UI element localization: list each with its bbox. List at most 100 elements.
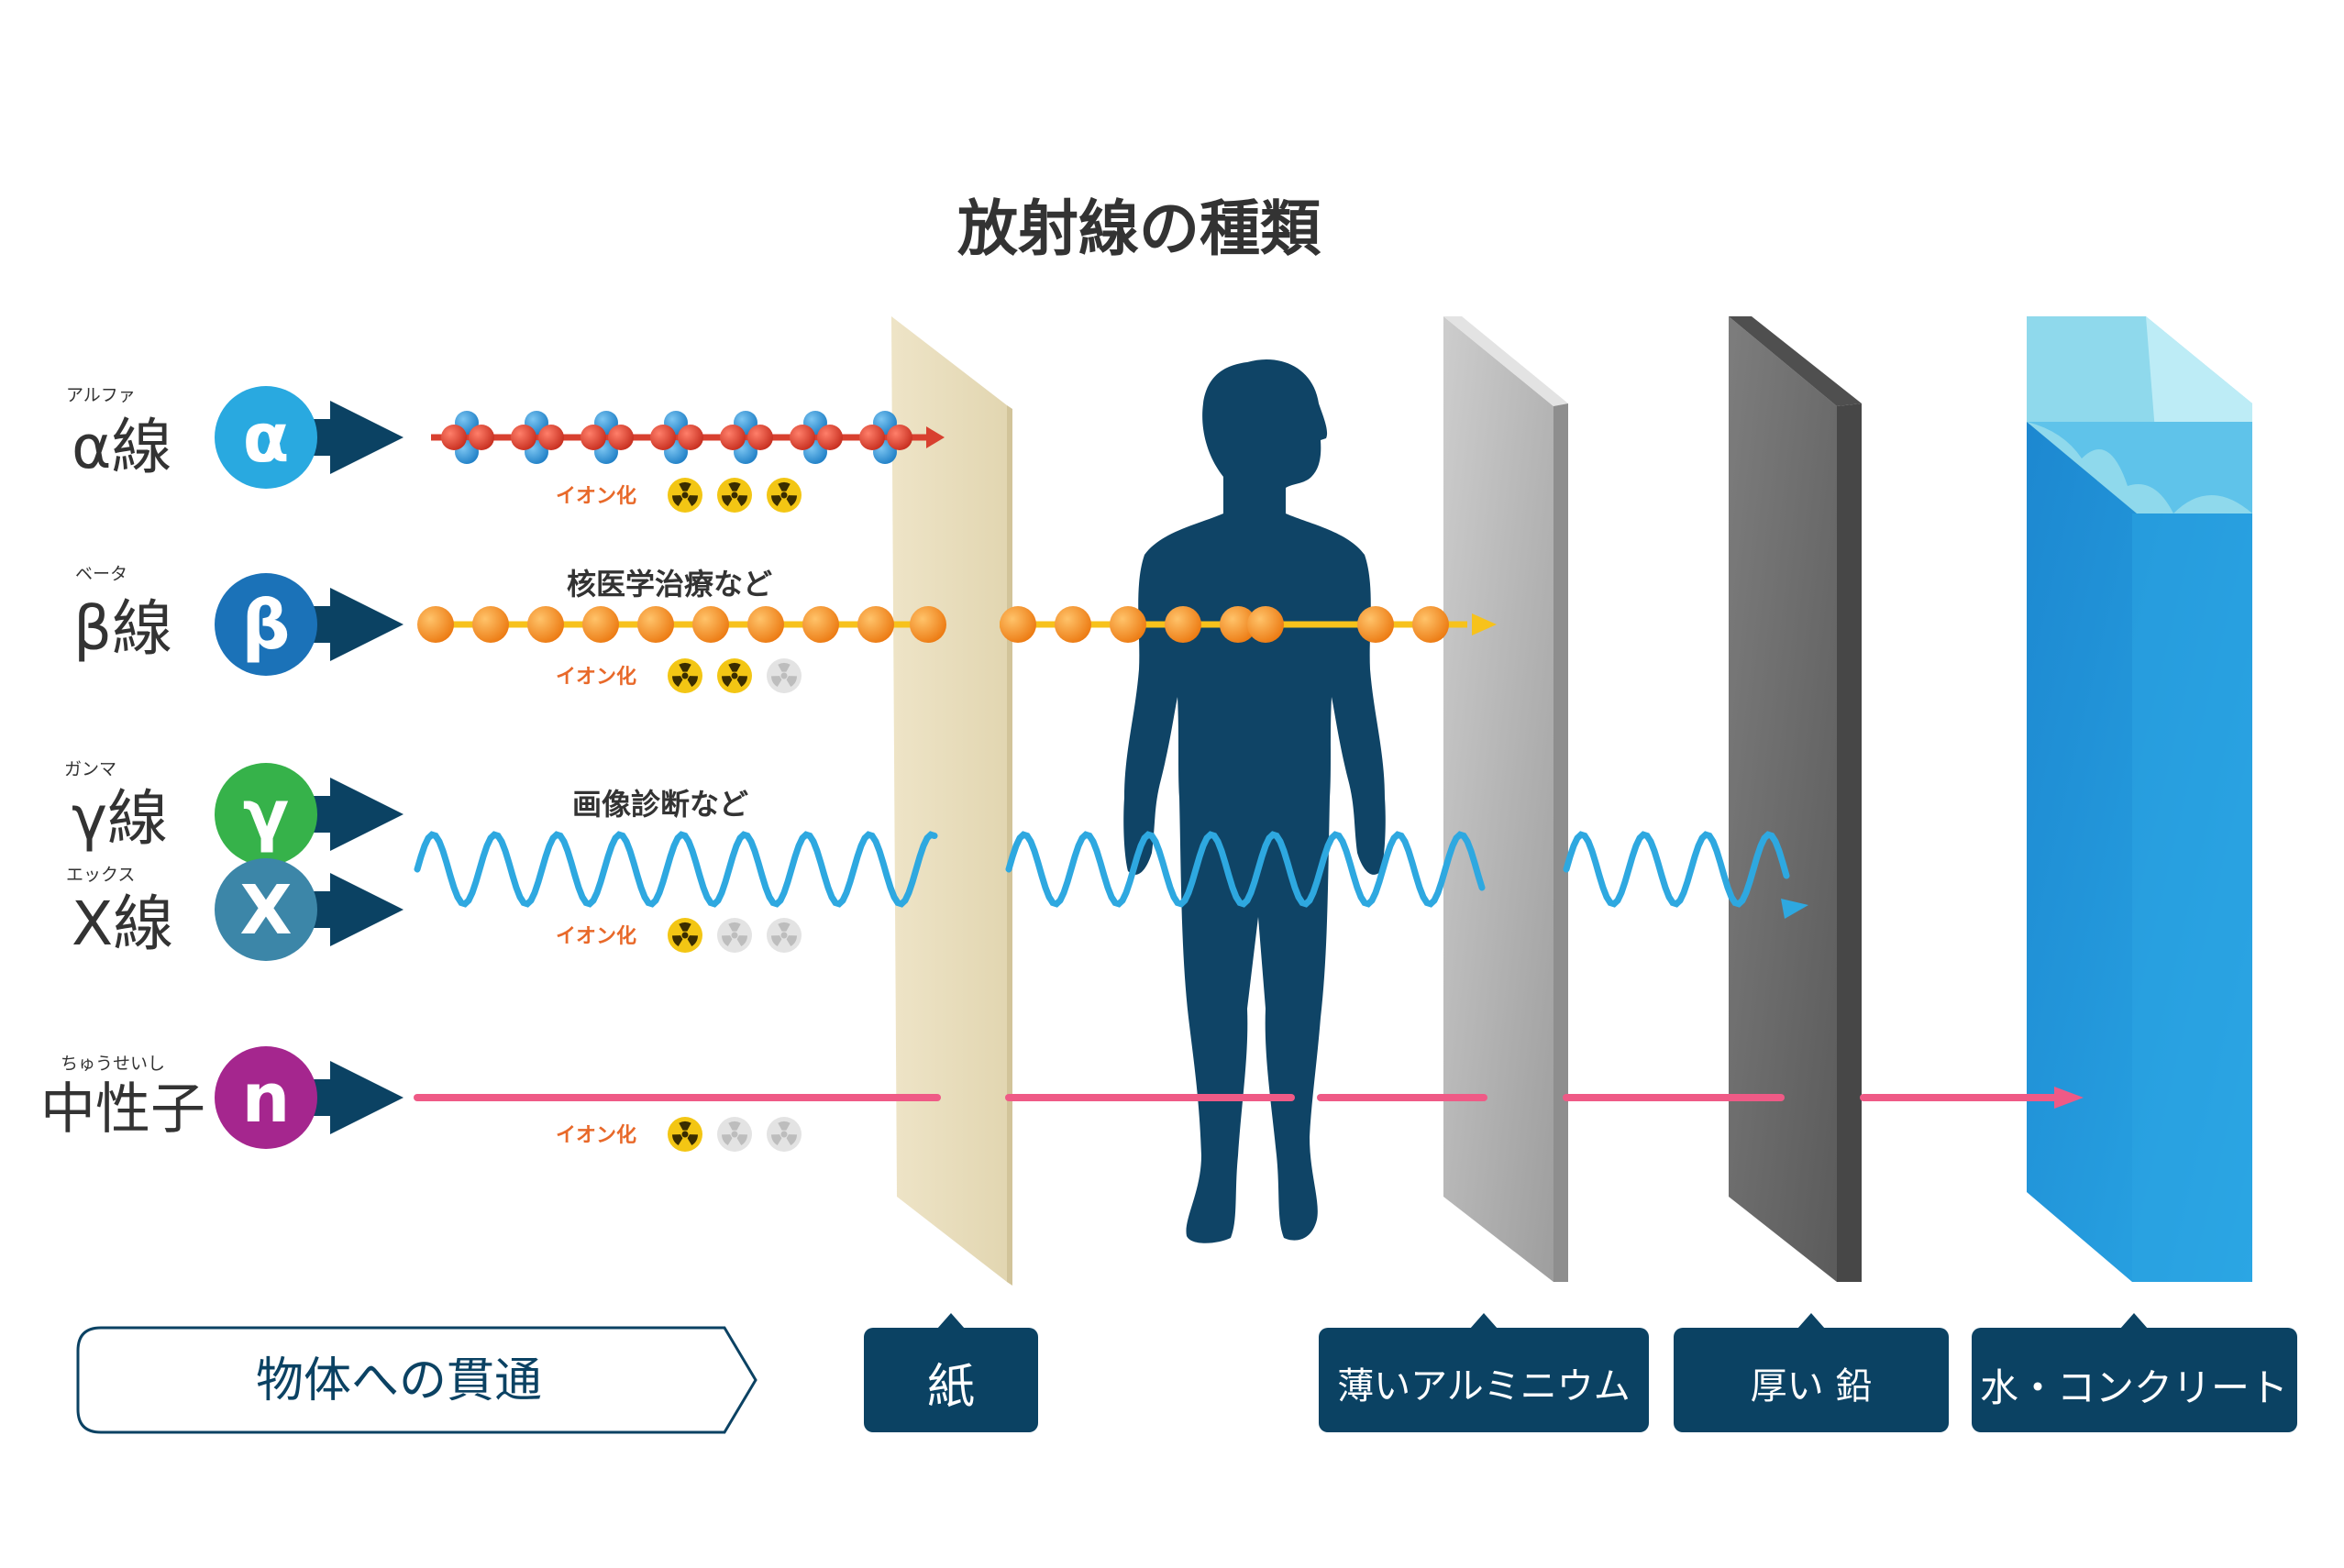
page-title: 放射線の種類 [957, 193, 1321, 264]
ruby-gamma: ガンマ [64, 759, 116, 779]
ruby-x: エックス [66, 865, 135, 885]
radiation-inactive-icon [767, 1117, 802, 1152]
water-concrete-block [2027, 316, 2252, 1282]
material-tag-water: 水・コンクリート [1972, 1313, 2297, 1432]
beta-electron-ball [472, 606, 509, 643]
beta-electron-ball [417, 606, 454, 643]
ionize-label: イオン化 [556, 484, 636, 508]
radiation-active-icon [717, 658, 752, 693]
beta-electron-ball [747, 606, 784, 643]
ruby-alpha: アルファ [66, 385, 136, 405]
symbol-1: β [215, 573, 404, 676]
alpha-ray-path [431, 411, 945, 464]
beta-electron-ball [1220, 606, 1256, 643]
symbol-circle-4 [215, 1046, 317, 1149]
penetration-label: 物体への貫通 [256, 1353, 542, 1408]
ionize-label: イオン化 [556, 665, 636, 689]
symbol-2: γ [215, 763, 404, 866]
aluminium-sheet [1443, 316, 1568, 1282]
material-tag-aluminium: 薄いアルミニウム [1319, 1313, 1649, 1432]
wave-segment-air [414, 831, 938, 908]
beta-electron-ball [1110, 606, 1146, 643]
material-label-lead: 厚い 鉛 [1751, 1365, 1873, 1408]
ray-label-beta: ベータ β線 [73, 564, 172, 664]
symbol-circle-3 [215, 858, 317, 961]
symbol-letter-2: γ [243, 776, 289, 855]
beta-electron-ball [1055, 606, 1091, 643]
alpha-proton-ball [650, 425, 676, 450]
alpha-proton-ball [608, 425, 634, 450]
alpha-proton-ball [887, 425, 912, 450]
material-label-aluminium: 薄いアルミニウム [1337, 1365, 1631, 1408]
beta-electron-ball [1165, 606, 1201, 643]
alpha-proton-ball [441, 425, 467, 450]
beta-electron-ball [857, 606, 894, 643]
name-alpha: α線 [72, 412, 172, 482]
ray-label-gamma: ガンマ γ線 [64, 759, 168, 854]
alpha-proton-ball [511, 425, 536, 450]
material-label-water: 水・コンクリート [1980, 1365, 2288, 1410]
radiation-inactive-icon [767, 658, 802, 693]
beta-electron-ball [582, 606, 619, 643]
name-x: X線 [72, 889, 173, 959]
beta-electron-ball [527, 606, 564, 643]
neutron-ray-path [414, 1087, 2084, 1109]
beta-electron-ball [1357, 606, 1394, 643]
gamma-x-wave [414, 831, 1808, 919]
symbol-3: X [215, 858, 404, 961]
radiation-active-icon [668, 1117, 702, 1152]
symbol-circle-0 [215, 386, 317, 489]
symbol-circle-2 [215, 763, 317, 866]
beta-particles [417, 606, 1449, 643]
alpha-proton-ball [747, 425, 773, 450]
alpha-proton-ball [469, 425, 494, 450]
beta-electron-ball [1247, 606, 1284, 643]
symbol-4: n [215, 1046, 404, 1149]
beta-electron-ball [802, 606, 839, 643]
beta-note: 核医学治療など [567, 567, 772, 602]
name-beta: β線 [73, 593, 172, 664]
ray-label-alpha: アルファ α線 [66, 385, 172, 482]
ionize-label: イオン化 [556, 924, 636, 948]
lead-sheet [1729, 316, 1862, 1282]
beta-electron-ball [1000, 606, 1036, 643]
beta-electron-ball [692, 606, 729, 643]
beta-electron-ball [637, 606, 674, 643]
beta-electron-ball [910, 606, 946, 643]
symbol-letter-3: X [239, 871, 292, 950]
alpha-proton-ball [580, 425, 606, 450]
material-tag-paper: 紙 [864, 1313, 1038, 1432]
paper-sheet [891, 316, 1012, 1286]
material-label-paper: 紙 [927, 1360, 975, 1415]
wave-segment-body [1005, 831, 1486, 908]
radiation-inactive-icon [717, 918, 752, 953]
ruby-beta: ベータ [75, 564, 127, 584]
wave-segment-alu [1563, 831, 1790, 908]
penetration-tag: 物体への貫通 [76, 1326, 757, 1434]
ray-label-neutron: ちゅうせいし 中性子 [40, 1054, 205, 1142]
alpha-proton-ball [678, 425, 703, 450]
symbol-circle-1 [215, 573, 317, 676]
radiation-active-icon [668, 918, 702, 953]
alpha-proton-ball [790, 425, 815, 450]
ray-label-x: エックス X線 [66, 865, 173, 959]
radiation-inactive-icon [717, 1117, 752, 1152]
material-tag-lead: 厚い 鉛 [1674, 1313, 1949, 1432]
radiation-active-icon [668, 658, 702, 693]
alpha-proton-ball [817, 425, 843, 450]
alpha-proton-ball [538, 425, 564, 450]
radiation-active-icon [767, 478, 802, 513]
symbol-letter-4: n [242, 1059, 291, 1138]
beta-ray-path [417, 606, 1497, 643]
symbol-letter-1: β [242, 586, 291, 665]
human-silhouette [1123, 359, 1386, 1243]
radiation-inactive-icon [767, 918, 802, 953]
alpha-particles [441, 411, 912, 464]
gamma-note: 画像診断など [572, 787, 748, 822]
alpha-proton-ball [859, 425, 885, 450]
name-gamma: γ線 [72, 783, 168, 854]
name-neutron: 中性子 [40, 1077, 205, 1142]
